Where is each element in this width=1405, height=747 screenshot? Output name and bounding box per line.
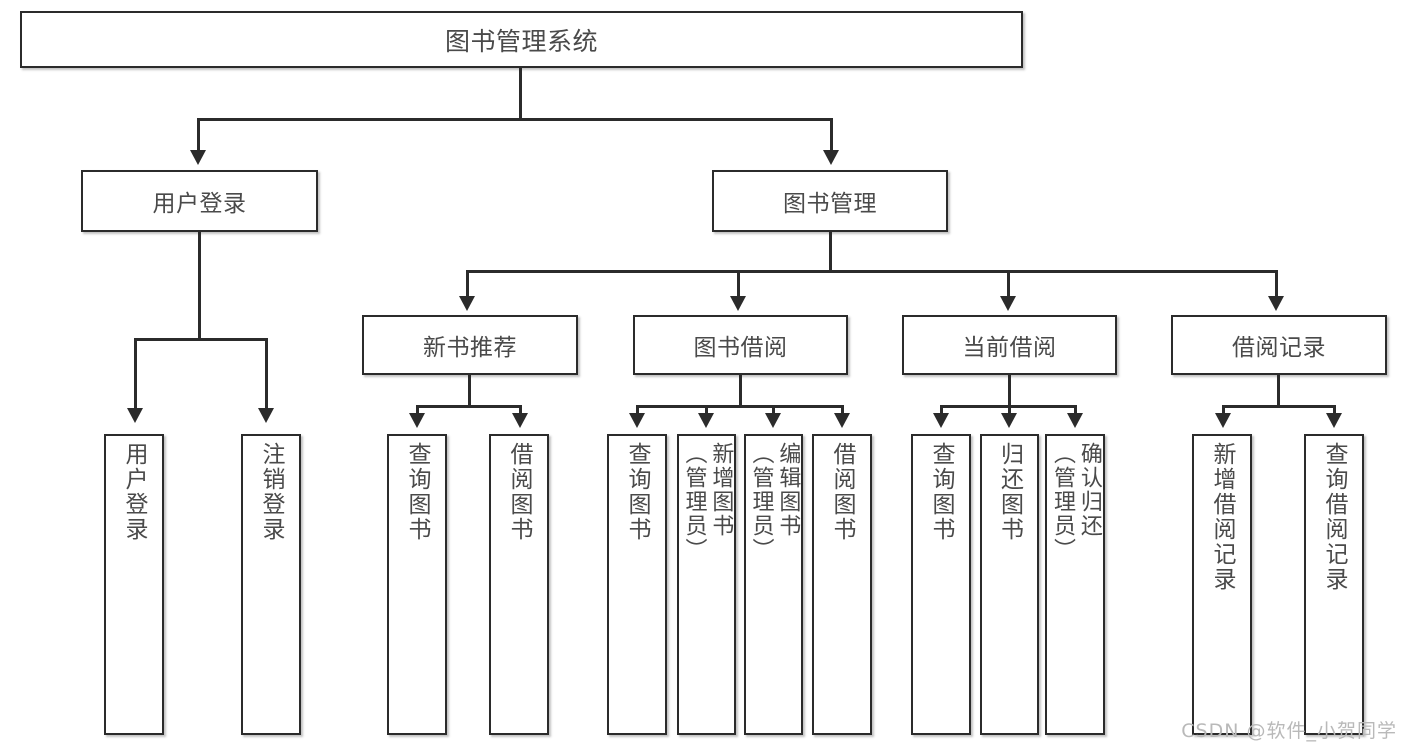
- node-root-system[interactable]: 图书管理系统: [20, 11, 1023, 68]
- node-label: 查询图书: [928, 442, 955, 542]
- connector-currentborrow-drop-2: [1008, 405, 1011, 415]
- node-label: 借阅图书: [506, 442, 533, 542]
- arrowhead-bookborrow-leaf-1: [629, 413, 645, 428]
- connector-bookmgmt-drop-1: [466, 270, 469, 298]
- connector-root-drop-right: [830, 118, 833, 152]
- connector-newbook-drop-2: [519, 405, 522, 415]
- leaf-query-book-current[interactable]: 查询图书: [911, 434, 971, 735]
- leaf-query-book-recommend[interactable]: 查询图书: [387, 434, 447, 735]
- node-user-login[interactable]: 用户登录: [81, 170, 318, 232]
- node-label: 新增图书 （管理员）: [681, 442, 734, 562]
- arrowhead-bookborrow-leaf-3: [765, 413, 781, 428]
- connector-root-bus: [197, 118, 833, 121]
- leaf-add-borrow-record[interactable]: 新增借阅记录: [1192, 434, 1252, 735]
- arrowhead-user-login: [190, 150, 206, 165]
- connector-userlogin-drop-2: [265, 338, 268, 410]
- connector-bookmgmt-stem: [829, 232, 832, 272]
- leaf-borrow-book-recommend[interactable]: 借阅图书: [489, 434, 549, 735]
- connector-bookborrow-drop-1: [636, 405, 639, 415]
- connector-currentborrow-drop-1: [940, 405, 943, 415]
- connector-newbook-bus: [416, 405, 522, 408]
- node-label: 当前借阅: [962, 335, 1057, 361]
- leaf-confirm-return-admin[interactable]: 确认归还 （管理员）: [1045, 434, 1105, 735]
- connector-borrowrecord-drop-1: [1222, 405, 1225, 415]
- leaf-query-book[interactable]: 查询图书: [607, 434, 667, 735]
- connector-bookborrow-drop-4: [841, 405, 844, 415]
- connector-newbook-drop-1: [416, 405, 419, 415]
- arrowhead-borrowrecord-leaf-1: [1215, 413, 1231, 428]
- node-label: 用户登录: [152, 191, 247, 217]
- connector-bookborrow-drop-2: [705, 405, 708, 415]
- arrowhead-book-manage: [823, 150, 839, 165]
- connector-currentborrow-stem: [1008, 375, 1011, 407]
- connector-userlogin-drop-1: [134, 338, 137, 410]
- connector-root-stem: [519, 68, 522, 118]
- node-label: 编辑图书 （管理员）: [748, 442, 801, 562]
- arrowhead-bookborrow-leaf-2: [698, 413, 714, 428]
- connector-bookmgmt-drop-3: [1007, 270, 1010, 298]
- leaf-query-borrow-record[interactable]: 查询借阅记录: [1304, 434, 1364, 735]
- connector-currentborrow-drop-3: [1074, 405, 1077, 415]
- arrowhead-currentborrow-leaf-2: [1001, 413, 1017, 428]
- arrowhead-currentborrow-leaf-1: [933, 413, 949, 428]
- leaf-borrow-book[interactable]: 借阅图书: [812, 434, 872, 735]
- node-label: 查询图书: [404, 442, 431, 542]
- leaf-edit-book-admin[interactable]: 编辑图书 （管理员）: [744, 434, 803, 735]
- node-label: 查询借阅记录: [1321, 442, 1348, 592]
- leaf-return-book[interactable]: 归还图书: [980, 434, 1039, 735]
- node-book-management[interactable]: 图书管理: [712, 170, 948, 232]
- node-label: 图书管理系统: [444, 26, 598, 56]
- arrowhead-borrowrecord-leaf-2: [1326, 413, 1342, 428]
- node-label: 注销登录: [258, 442, 285, 542]
- arrowhead-leaf-user-login: [127, 408, 143, 423]
- leaf-user-login[interactable]: 用户登录: [104, 434, 164, 735]
- node-current-borrow[interactable]: 当前借阅: [902, 315, 1117, 375]
- node-label: 图书借阅: [693, 335, 788, 361]
- connector-borrowrecord-drop-2: [1333, 405, 1336, 415]
- leaf-logout[interactable]: 注销登录: [241, 434, 301, 735]
- connector-bookmgmt-drop-4: [1275, 270, 1278, 298]
- connector-borrowrecord-bus: [1222, 405, 1336, 408]
- node-label: 归还图书: [996, 442, 1023, 542]
- arrowhead-currentborrow-leaf-3: [1067, 413, 1083, 428]
- connector-userlogin-bus: [134, 338, 268, 341]
- node-label: 新书推荐: [423, 335, 517, 361]
- node-label: 借阅记录: [1232, 335, 1326, 361]
- node-label: 新增借阅记录: [1209, 442, 1236, 592]
- arrowhead-new-book-recommend: [459, 296, 475, 311]
- connector-borrowrecord-stem: [1277, 375, 1280, 407]
- connector-bookborrow-bus: [636, 405, 844, 408]
- connector-userlogin-stem: [198, 232, 201, 340]
- node-label: 查询图书: [624, 442, 651, 542]
- connector-bookborrow-drop-3: [772, 405, 775, 415]
- node-label: 借阅图书: [829, 442, 856, 542]
- node-label: 图书管理: [783, 191, 877, 217]
- leaf-add-book-admin[interactable]: 新增图书 （管理员）: [677, 434, 736, 735]
- node-label: 确认归还 （管理员）: [1050, 442, 1102, 562]
- connector-bookmgmt-bus: [466, 270, 1278, 273]
- connector-bookborrow-stem: [739, 375, 742, 407]
- arrowhead-newbook-leaf-2: [512, 413, 528, 428]
- connector-bookmgmt-drop-2: [737, 270, 740, 298]
- node-new-book-recommend[interactable]: 新书推荐: [362, 315, 578, 375]
- node-book-borrow[interactable]: 图书借阅: [633, 315, 848, 375]
- arrowhead-newbook-leaf-1: [409, 413, 425, 428]
- arrowhead-current-borrow: [1000, 296, 1016, 311]
- node-borrow-record[interactable]: 借阅记录: [1171, 315, 1387, 375]
- node-label: 用户登录: [121, 442, 148, 542]
- arrowhead-borrow-record: [1268, 296, 1284, 311]
- connector-root-drop-left: [197, 118, 200, 152]
- arrowhead-leaf-logout: [258, 408, 274, 423]
- arrowhead-book-borrow: [730, 296, 746, 311]
- connector-newbook-stem: [468, 375, 471, 407]
- arrowhead-bookborrow-leaf-4: [834, 413, 850, 428]
